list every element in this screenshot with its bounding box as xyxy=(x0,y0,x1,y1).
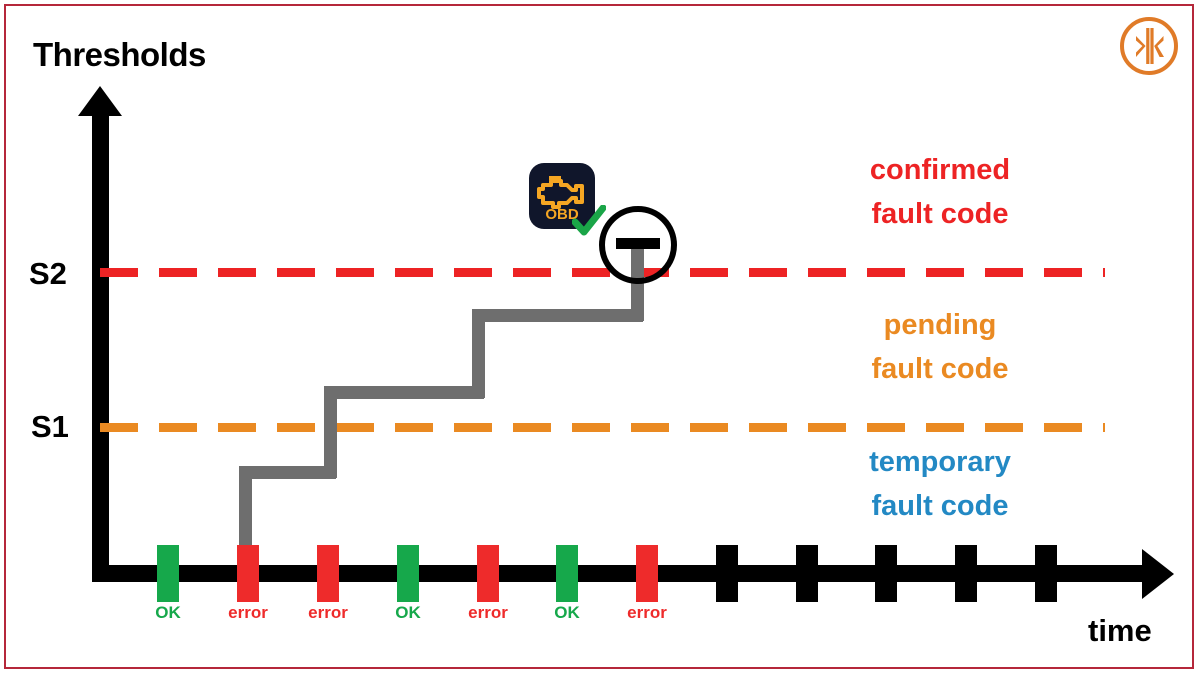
event-marker-blank xyxy=(1035,545,1057,602)
event-marker-error xyxy=(237,545,259,602)
region-label-temporary: temporary fault code xyxy=(812,440,1068,528)
region-label-confirmed-line1: confirmed xyxy=(869,154,1011,186)
counter-trace-segment xyxy=(472,308,643,322)
threshold-line-s1 xyxy=(100,423,1105,432)
counter-trace-segment xyxy=(471,315,485,398)
region-label-pending: pending fault code xyxy=(820,303,1060,391)
klk-circle-logo xyxy=(1118,15,1180,77)
region-label-confirmed-line2: fault code xyxy=(871,198,1009,231)
threshold-label-s1: S1 xyxy=(31,409,69,444)
event-marker-ok xyxy=(397,545,419,602)
y-axis-title: Thresholds xyxy=(33,36,206,73)
event-marker-blank xyxy=(955,545,977,602)
event-marker-blank xyxy=(796,545,818,602)
counter-trace-segment xyxy=(323,392,337,478)
y-axis-line xyxy=(92,110,109,582)
x-axis-arrowhead-icon xyxy=(1142,549,1174,599)
event-marker-ok xyxy=(556,545,578,602)
event-caption: error xyxy=(228,603,268,622)
event-caption: OK xyxy=(395,603,421,622)
event-marker-blank xyxy=(875,545,897,602)
obd-check-engine-icon: OBD xyxy=(529,163,595,229)
region-label-temporary-line2: fault code xyxy=(871,490,1009,523)
event-caption: error xyxy=(468,603,508,622)
event-marker-error xyxy=(317,545,339,602)
threshold-label-s2: S2 xyxy=(29,256,67,291)
event-caption: OK xyxy=(554,603,580,622)
event-marker-blank xyxy=(716,545,738,602)
region-label-confirmed: confirmed fault code xyxy=(820,148,1060,236)
counter-trace-segment xyxy=(239,465,336,479)
event-caption: OK xyxy=(155,603,181,622)
region-label-temporary-line1: temporary xyxy=(869,446,1011,478)
event-marker-error xyxy=(636,545,658,602)
region-label-pending-line1: pending xyxy=(883,309,997,341)
threshold-line-s2 xyxy=(100,268,1105,277)
event-marker-ok xyxy=(157,545,179,602)
region-label-pending-line2: fault code xyxy=(871,353,1009,386)
counter-trace-segment xyxy=(238,472,252,560)
x-axis-title: time xyxy=(1088,613,1152,648)
svg-text:OBD: OBD xyxy=(545,206,579,223)
event-caption: error xyxy=(308,603,348,622)
y-axis-arrowhead-icon xyxy=(78,86,122,116)
event-caption: error xyxy=(627,603,667,622)
green-check-icon xyxy=(571,204,607,239)
counter-trace-segment xyxy=(324,385,484,399)
event-marker-error xyxy=(477,545,499,602)
confirmed-crossing-highlight xyxy=(599,206,677,284)
